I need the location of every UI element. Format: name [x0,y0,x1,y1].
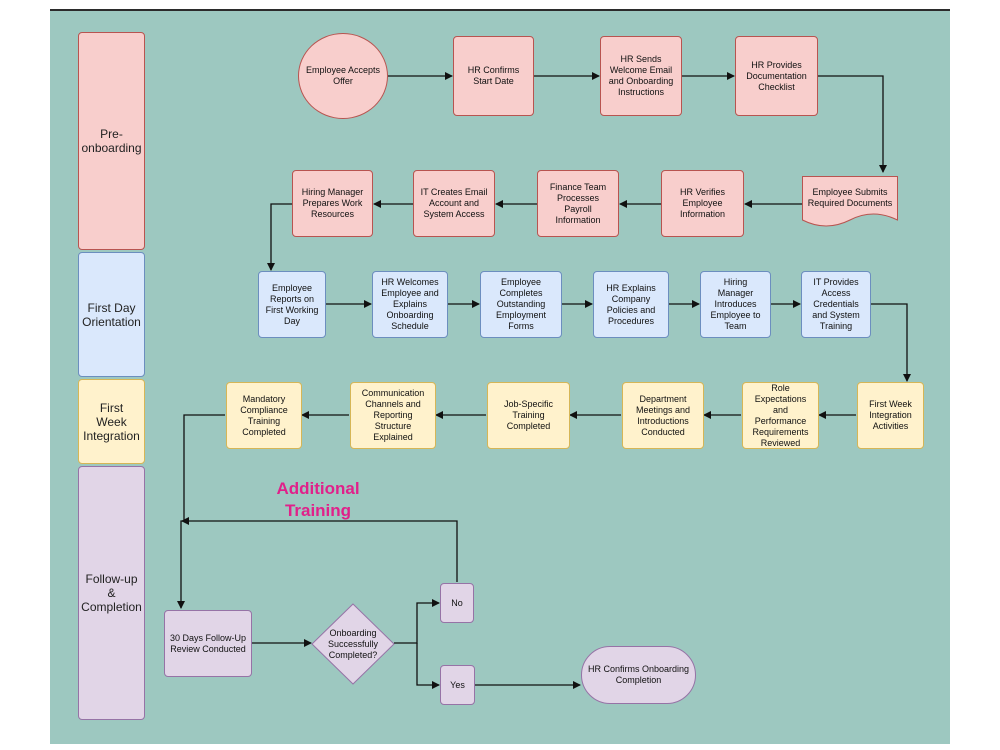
node-label: HR Confirms Start Date [467,65,520,86]
node-label: Yes [450,679,465,690]
node-label: Onboarding Successfully Completed? [327,627,379,660]
annotation-text: Additional Training [276,479,360,520]
node-submits-docs-shape [802,176,898,227]
node-compliance: Mandatory Compliance Training Completed [226,382,302,449]
node-it-credentials: IT Provides Access Credentials and Syste… [801,271,871,338]
node-confirms-completion: HR Confirms Onboarding Completion [581,646,696,704]
node-introduces-team: Hiring Manager Introduces Employee to Te… [700,271,771,338]
node-dept-meetings: Department Meetings and Introductions Co… [622,382,704,449]
node-email-account: IT Creates Email Account and System Acce… [413,170,495,237]
node-payroll: Finance Team Processes Payroll Informati… [537,170,619,237]
node-hr-welcomes: HR Welcomes Employee and Explains Onboar… [372,271,448,338]
node-accepts-offer: Employee Accepts Offer [298,33,388,119]
node-label: HR Sends Welcome Email and Onboarding In… [608,54,674,97]
node-label: HR Verifies Employee Information [679,187,726,219]
node-welcome-email: HR Sends Welcome Email and Onboarding In… [600,36,682,116]
node-verifies-info: HR Verifies Employee Information [661,170,744,237]
lane-label: First Day Orientation [82,300,141,329]
node-label: Employee Submits Required Documents [807,187,893,208]
node-label: Communication Channels and Reporting Str… [361,388,425,442]
node-no: No [440,583,474,623]
node-reports-first-day: Employee Reports on First Working Day [258,271,326,338]
node-label: 30 Days Follow-Up Review Conducted [169,632,247,654]
lane-pre-onboarding: Pre-onboarding [78,32,145,250]
node-doc-checklist: HR Provides Documentation Checklist [735,36,818,116]
node-comm-channels: Communication Channels and Reporting Str… [350,382,436,449]
lane-label: Pre-onboarding [81,127,142,155]
node-confirms-start: HR Confirms Start Date [453,36,534,116]
lane-first-week: First Week Integration [78,379,145,464]
node-label: First Week Integration Activities [869,399,912,431]
node-label: No [451,597,463,608]
lane-label: Follow-up & Completion [81,572,142,614]
node-decision: Onboarding Successfully Completed? [323,624,383,664]
node-label: Employee Accepts Offer [305,65,381,86]
node-label: Hiring Manager Introduces Employee to Te… [710,277,761,331]
node-job-training: Job-Specific Training Completed [487,382,570,449]
node-role-expectations: Role Expectations and Performance Requir… [742,382,819,449]
node-yes: Yes [440,665,475,705]
node-work-resources: Hiring Manager Prepares Work Resources [292,170,373,237]
node-label: IT Provides Access Credentials and Syste… [812,277,860,331]
lane-follow-up: Follow-up & Completion [78,466,145,720]
node-submits-docs: Employee Submits Required Documents [804,180,896,216]
node-label: Employee Reports on First Working Day [265,282,319,326]
lane-first-day: First Day Orientation [78,252,145,377]
node-followup-30: 30 Days Follow-Up Review Conducted [164,610,252,677]
node-completes-forms: Employee Completes Outstanding Employmen… [480,271,562,338]
node-week-activities: First Week Integration Activities [857,382,924,449]
node-label: HR Welcomes Employee and Explains Onboar… [381,277,439,331]
node-label: HR Provides Documentation Checklist [746,59,807,92]
node-label: Hiring Manager Prepares Work Resources [301,187,364,219]
node-label: HR Explains Company Policies and Procedu… [606,282,656,326]
node-label: Employee Completes Outstanding Employmen… [495,277,547,331]
lane-label: First Week Integration [83,400,140,443]
node-label: Role Expectations and Performance Requir… [752,382,809,448]
decision-diamond-shape [311,603,395,685]
node-label: HR Confirms Onboarding Completion [587,664,690,685]
node-label: IT Creates Email Account and System Acce… [420,187,488,219]
node-label: Mandatory Compliance Training Completed [240,393,288,437]
node-company-policies: HR Explains Company Policies and Procedu… [593,271,669,338]
node-label: Job-Specific Training Completed [503,399,554,431]
node-label: Finance Team Processes Payroll Informati… [549,181,607,225]
annotation-additional-training: Additional Training [258,478,378,522]
node-label: Department Meetings and Introductions Co… [635,393,691,437]
